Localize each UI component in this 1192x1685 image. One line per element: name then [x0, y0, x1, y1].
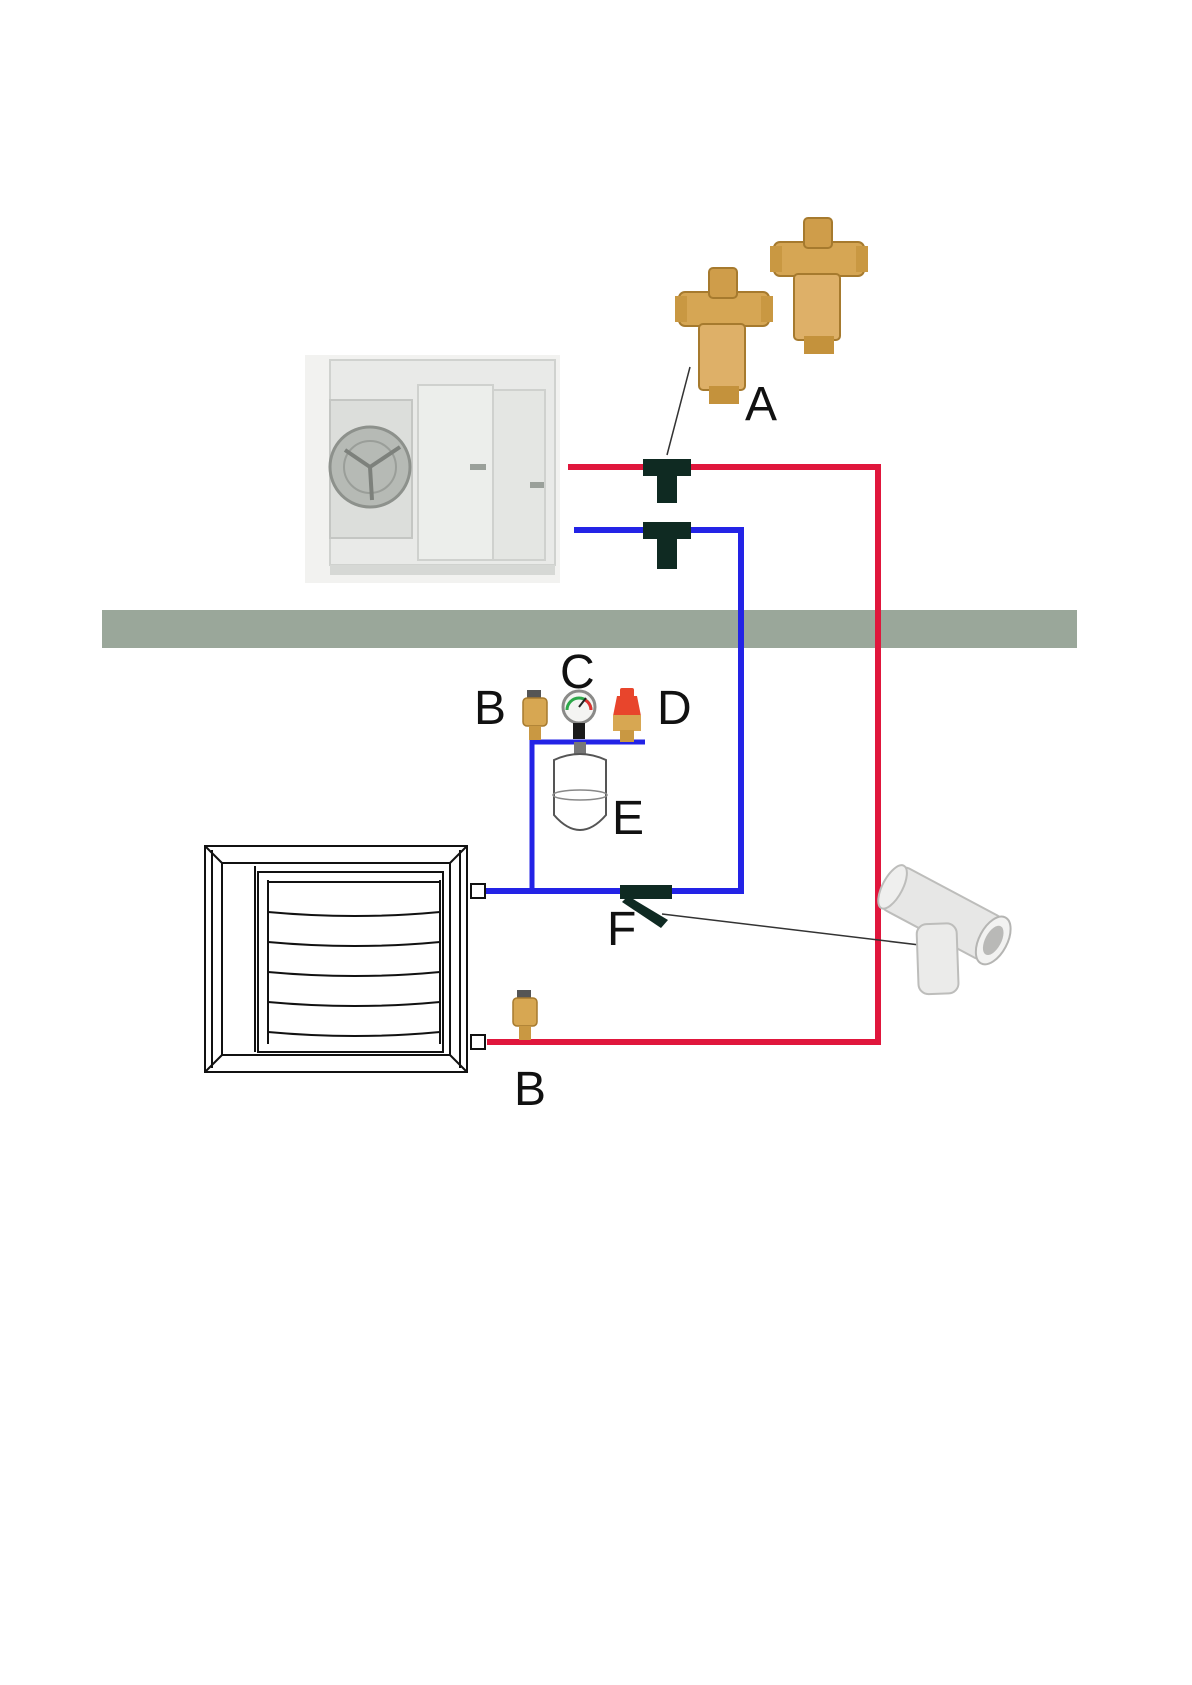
label-E: E: [612, 792, 644, 845]
wall-band: [102, 610, 1077, 648]
leader-line-F: [662, 914, 928, 946]
mixing-valve-tee-upper-icon: [643, 459, 691, 503]
mixing-valve-tee-lower-icon: [643, 522, 691, 569]
heat-pump-unit-icon: [305, 355, 560, 583]
leader-line-A: [667, 367, 690, 455]
label-B-bottom: B: [514, 1063, 546, 1116]
expansion-vessel-icon: [553, 742, 607, 830]
unit-heater-icon: [205, 846, 485, 1072]
label-C: C: [560, 646, 595, 699]
air-vent-bottom-icon: [513, 990, 537, 1040]
label-F: F: [607, 903, 636, 956]
label-A: A: [745, 378, 777, 431]
mixing-valve-icon: [675, 218, 868, 404]
label-B-top: B: [474, 682, 506, 735]
safety-valve-icon: [613, 688, 641, 742]
label-D: D: [657, 682, 692, 735]
air-vent-top-icon: [523, 690, 547, 740]
